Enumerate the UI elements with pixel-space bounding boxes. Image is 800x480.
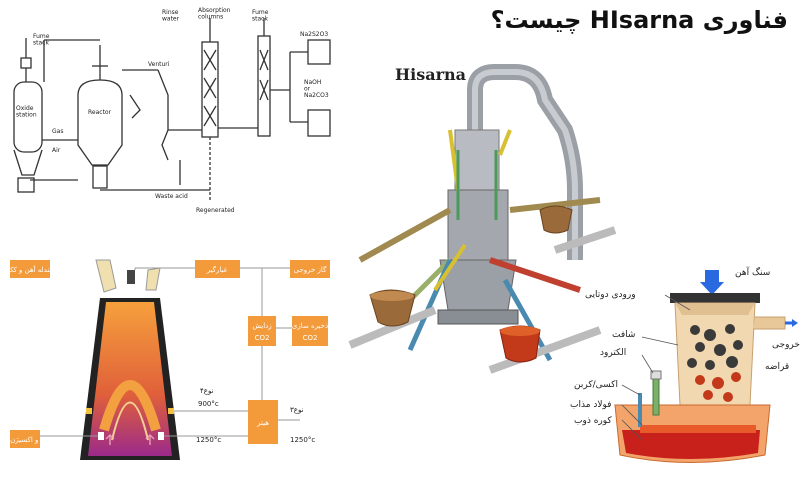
label-removal: زدایش — [252, 322, 271, 330]
label-electrode: الکترود — [600, 348, 626, 358]
box-removal — [248, 316, 276, 346]
box-cold-coal-oxygen — [10, 430, 40, 448]
label-furnace: کوره ذوب — [574, 416, 612, 426]
label-outlet: خروجی — [772, 340, 800, 350]
input-arrow-icon — [705, 270, 719, 282]
label-molten-steel: فولاد مذاب — [570, 400, 611, 410]
label-hisarna: Hisarna — [395, 65, 466, 84]
label-iron-ore-coke: گندله آهن و کک — [7, 265, 53, 274]
label-type3: نوع۳ — [290, 406, 304, 414]
label-1250c-b: 1250°c — [290, 436, 315, 444]
label-slag: قراضه — [765, 362, 789, 372]
label-binary-input: ورودی دوتایی — [585, 290, 636, 300]
label-venturi: Venturi — [148, 61, 170, 68]
label-co2-a: CO2 — [255, 334, 270, 342]
label-cleaner: غبارگیر — [206, 265, 228, 274]
label-gas: Gas — [52, 128, 63, 135]
label-co2-b: CO2 — [303, 334, 318, 342]
center-hisarna-diagram: Hisarna — [348, 64, 617, 374]
label-shaft: شافت — [612, 330, 635, 340]
label-air: Air — [52, 147, 61, 154]
box-flue-gas — [290, 260, 330, 278]
box-heater — [248, 400, 278, 444]
box-iron-ore-coke — [10, 260, 50, 278]
label-flue-gas: گاز خروجی — [294, 265, 327, 274]
box-cleaner — [195, 260, 240, 278]
label-oxy-carbon: اکسی/کربن — [574, 380, 618, 390]
label-waste-acid: Waste acid — [155, 193, 188, 200]
label-regenerated: Regenerated — [196, 207, 235, 214]
label-reactor: Reactor — [88, 109, 112, 116]
bottom-right-smelting-diagram: سنگ آهن ورودی دوتایی شافت الکترود اکسی/ک… — [570, 266, 800, 463]
page-title: فناوری HIsarna چیست؟ — [490, 6, 788, 34]
bottom-left-furnace-diagram: گندله آهن و کک غبارگیر گاز خروجی زدایش C… — [0, 259, 330, 460]
label-type4: نوع۴ — [200, 387, 214, 395]
label-cold-coal-oxygen: زغال و اکسیژن سرد — [0, 436, 55, 444]
label-1250c-a: 1250°c — [196, 436, 221, 444]
label-900c: 900°c — [198, 400, 219, 408]
box-storage — [292, 316, 328, 346]
label-heater: هیتر — [256, 419, 269, 427]
label-storage: ذخیره سازی — [292, 322, 328, 330]
label-sinter-input: سنگ آهن — [735, 266, 770, 278]
label-na2s2o3: Na2S2O3 — [300, 31, 328, 38]
